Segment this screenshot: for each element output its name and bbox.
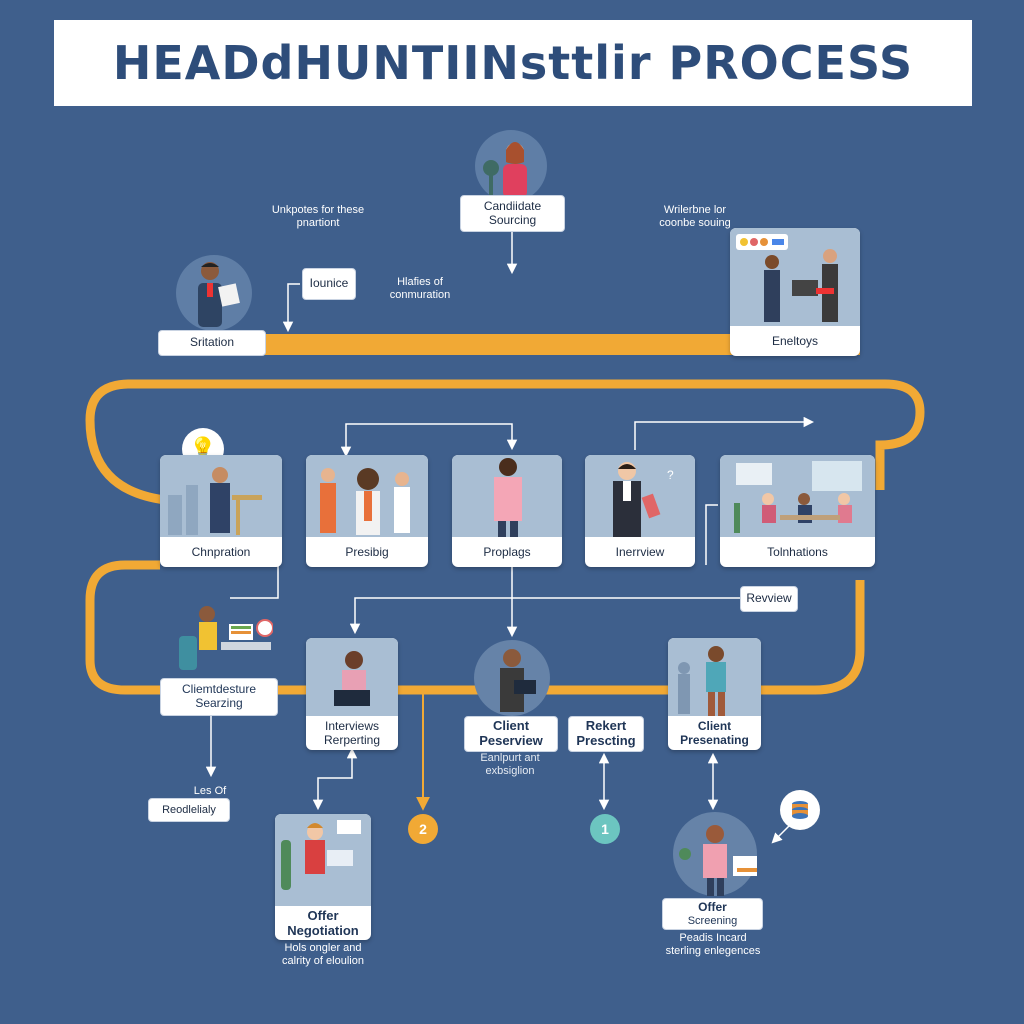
offer-screening-line-2: Screening	[687, 914, 738, 927]
row-card-1: Chnpration	[160, 455, 282, 567]
row-card-3: Proplags	[452, 455, 562, 567]
client-preview-avatar	[474, 640, 550, 716]
reodletay-label: Reodlelialy	[148, 798, 230, 822]
rekert-prescing-label: Rekert Prescting	[568, 716, 644, 752]
client-presenating-caption: Client Presenating	[668, 716, 761, 750]
offer-negotiation-card: Offer Negotiation	[275, 814, 371, 940]
client-presenating-card: Client Presenating	[668, 638, 761, 750]
offer-negotiation-line-2: Negotiation	[287, 923, 359, 938]
track-loop-upper	[85, 379, 925, 505]
title-banner: HEADdHUNTIINsttlir PROCESS	[54, 20, 972, 106]
client-sourcing-line-2: Searzing	[195, 696, 243, 710]
interviews-reporting-card: Interviews Rerperting	[306, 638, 398, 750]
interviews-reporting-line-2: Rerperting	[323, 733, 381, 747]
eneltoys-label: Eneltoys	[771, 334, 819, 348]
step-badge-1: 1	[590, 814, 620, 844]
row-card-5: Tolnhations	[720, 455, 875, 567]
srittation-label: Sritation	[158, 330, 266, 356]
offer-screening-note-line-1: Peadis Incard	[679, 932, 747, 944]
offer-negotiation-note-line-1: Hols ongler and	[284, 942, 362, 954]
interviews-reporting-line-1: Interviews	[324, 719, 380, 733]
row-card-5-caption: Tolnhations	[767, 545, 828, 559]
candidate-sourcing-label: Candiidate Sourcing	[460, 195, 565, 232]
rekert-prescing-line-2: Prescting	[576, 733, 636, 748]
client-presenating-line-1: Client	[697, 719, 732, 733]
client-sourcing-line-1: Cliemtdesture	[181, 682, 257, 697]
client-sourcing-illustration	[173, 598, 274, 680]
offer-negotiation-note: Hols ongler and calrity of eloulion	[270, 942, 376, 968]
row-card-4: ? Inerrview	[585, 455, 695, 567]
client-presenating-line-2: Presenating	[680, 733, 749, 747]
client-preview-line-2: Peserview	[479, 733, 543, 748]
recruiter-avatar	[176, 255, 252, 331]
rekert-prescing-line-1: Rekert	[585, 718, 627, 734]
client-sourcing-label: Cliemtdesture Searzing	[160, 678, 278, 716]
row-card-1-caption: Chnpration	[191, 545, 251, 559]
client-preview-note: Eanlpurt ant exbsiglion	[462, 752, 558, 778]
note-left: Unkpotes for these pnartiont	[271, 204, 365, 230]
client-preview-note-line-1: Eanlpurt ant	[480, 752, 540, 764]
offer-negotiation-caption: Offer Negotiation	[275, 906, 371, 940]
note-mid: Hlafies of conmuration	[389, 276, 451, 302]
offer-negotiation-note-line-2: calrity of eloulion	[282, 955, 364, 968]
client-preview-note-line-2: exbsiglion	[485, 765, 535, 778]
candidate-avatar	[475, 130, 547, 202]
offer-screening-line-1: Offer	[698, 899, 727, 914]
svg-text:?: ?	[667, 468, 674, 482]
offer-screening-avatar	[673, 812, 761, 896]
interviews-reporting-caption: Interviews Rerperting	[306, 716, 398, 750]
les-of-note: Les Of	[193, 785, 227, 797]
step-badge-2: 2	[408, 814, 438, 844]
review-label: Revview	[740, 586, 798, 612]
client-preview-line-1: Client	[492, 718, 530, 734]
row-card-3-caption: Proplags	[483, 545, 531, 559]
database-icon	[780, 790, 820, 830]
page-title: HEADdHUNTIINsttlir PROCESS	[112, 36, 914, 90]
row-card-4-caption: Inerrview	[615, 545, 665, 559]
offer-screening-note: Peadis Incard sterling enlegences	[658, 932, 768, 958]
offer-screening-note-line-2: sterling enlegences	[665, 945, 761, 958]
row-card-2-caption: Presibig	[345, 545, 389, 559]
eneltoys-card: Eneltoys	[730, 228, 860, 356]
track-loop-lower	[85, 560, 865, 695]
offer-screening-label: Offer Screening	[662, 898, 763, 930]
track-top	[265, 334, 860, 355]
row-card-2: Presibig	[306, 455, 428, 567]
offer-negotiation-line-1: Offer	[307, 908, 339, 923]
ionice-label: Iounice	[302, 268, 356, 300]
note-right: Wrilerbne lor coonbe souing	[659, 204, 731, 230]
client-preview-label: Client Peserview	[464, 716, 558, 752]
